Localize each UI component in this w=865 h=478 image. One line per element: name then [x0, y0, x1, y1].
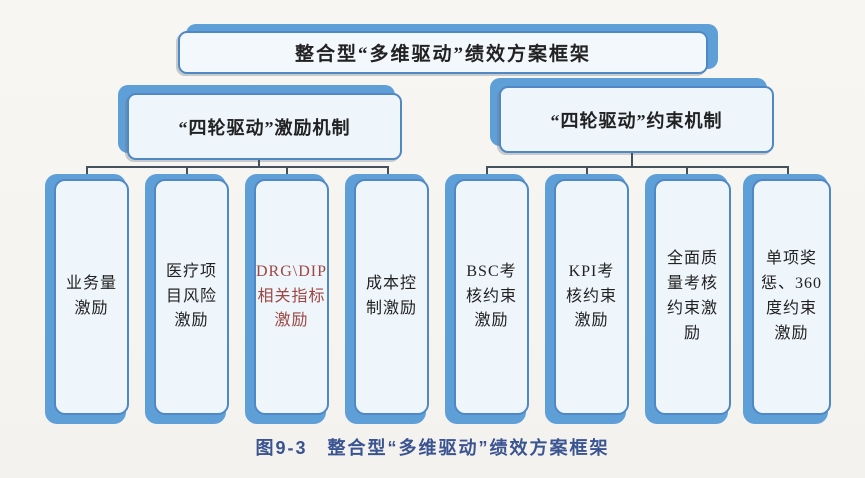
- leaf-label: 单项奖惩、360度约束激励: [752, 179, 831, 415]
- leaf-label: 全面质量考核约束激励: [654, 179, 731, 415]
- connector-right-drop-3: [686, 166, 688, 179]
- connector-right-rail: [486, 166, 789, 168]
- node-leaf-medical-project-risk: 医疗项目风险激励: [145, 174, 229, 424]
- connector-left-drop-1: [86, 166, 88, 179]
- connector-left-stub: [258, 160, 260, 168]
- leaf-label: 业务量激励: [54, 179, 129, 415]
- node-leaf-individual-rewards-360: 单项奖惩、360度约束激励: [743, 174, 831, 424]
- node-leaf-bsc-assessment: BSC考核约束激励: [445, 174, 529, 424]
- connector-left-drop-3: [286, 166, 288, 179]
- leaf-label: 医疗项目风险激励: [154, 179, 229, 415]
- node-leaf-cost-control: 成本控制激励: [345, 174, 429, 424]
- connector-right-drop-4: [787, 166, 789, 179]
- node-constraint-mechanism: “四轮驱动”约束机制: [490, 78, 774, 153]
- connector-right-drop-1: [486, 166, 488, 179]
- node-incentive-label: “四轮驱动”激励机制: [127, 93, 402, 160]
- connector-left-rail: [86, 166, 389, 168]
- connector-right-stub: [631, 153, 633, 168]
- node-constraint-label: “四轮驱动”约束机制: [499, 86, 774, 153]
- node-root-label: 整合型“多维驱动”绩效方案框架: [178, 31, 708, 74]
- connector-right-drop-2: [586, 166, 588, 179]
- figure-caption: 图9-3 整合型“多维驱动”绩效方案框架: [255, 438, 610, 458]
- node-leaf-kpi-assessment: KPI考核约束激励: [545, 174, 629, 424]
- leaf-label: KPI考核约束激励: [554, 179, 629, 415]
- node-leaf-business-volume: 业务量激励: [45, 174, 129, 424]
- leaf-label: BSC考核约束激励: [454, 179, 529, 415]
- node-leaf-total-quality: 全面质量考核约束激励: [645, 174, 731, 424]
- connector-left-drop-2: [186, 166, 188, 179]
- node-root: 整合型“多维驱动”绩效方案框架: [178, 24, 718, 74]
- leaf-label-highlighted: DRG\DIP相关指标激励: [254, 179, 329, 415]
- node-incentive-mechanism: “四轮驱动”激励机制: [118, 85, 402, 160]
- connector-left-drop-4: [387, 166, 389, 179]
- leaf-label: 成本控制激励: [354, 179, 429, 415]
- node-leaf-drg-dip-indicators: DRG\DIP相关指标激励: [245, 174, 329, 424]
